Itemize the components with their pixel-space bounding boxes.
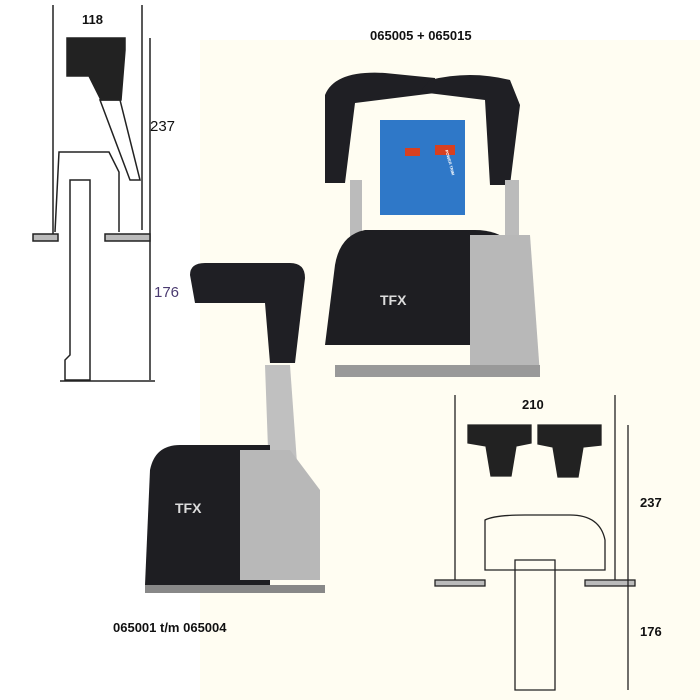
- right-width-dimension: 210: [522, 397, 544, 412]
- inset-photo: [380, 120, 465, 215]
- front-drawing: [434, 395, 636, 691]
- single-product-caption: 065001 t/m 065004: [113, 620, 227, 635]
- right-height-below-dimension: 176: [640, 624, 662, 639]
- dual-product-caption: 065005 + 065015: [370, 28, 472, 43]
- left-side-drawing: [32, 5, 155, 382]
- single-lever-photo: [145, 263, 325, 593]
- dual-product-logo: TFX: [380, 292, 407, 308]
- left-height-above-dimension: 237: [150, 118, 176, 135]
- left-width-dimension: 118: [82, 12, 103, 27]
- left-height-below-dimension: 176: [154, 284, 180, 301]
- right-height-above-dimension: 237: [640, 495, 662, 510]
- single-product-logo: TFX: [175, 500, 202, 516]
- dual-lever-photo: [325, 72, 540, 377]
